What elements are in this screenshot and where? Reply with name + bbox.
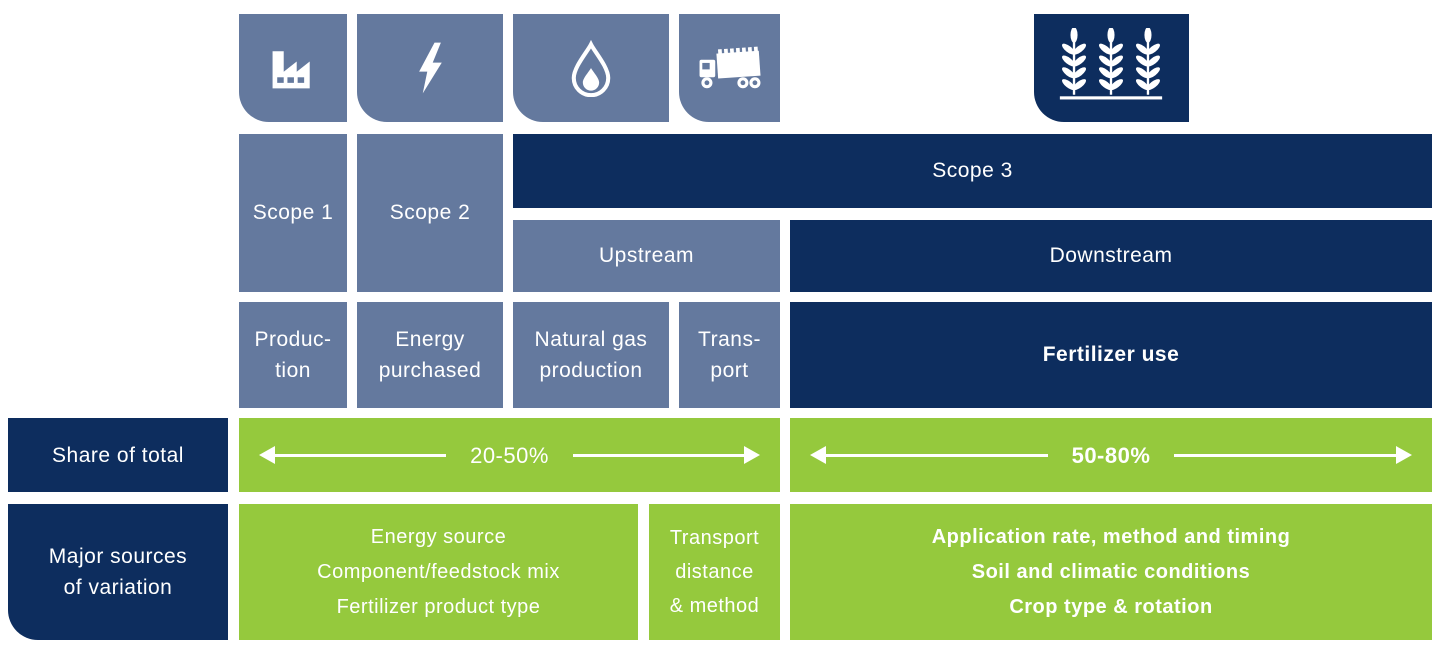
variation-downstream-text: Application rate, method and timing Soil…	[931, 525, 1291, 618]
share-downstream-value: 50-80%	[1071, 442, 1151, 468]
variation-transport-box: Transport distance & method	[649, 504, 780, 640]
scope2-label: Scope 2	[389, 201, 471, 225]
factory-icon	[272, 51, 310, 89]
truck-icon	[699, 46, 761, 89]
arrow-line	[826, 453, 1048, 457]
scope1-box: Scope 1	[239, 134, 347, 292]
downstream-bar: Downstream	[790, 220, 1432, 292]
share-of-total-label-box: Share of total	[8, 418, 228, 492]
arrow-left-icon	[259, 446, 275, 464]
natural-gas-box: Natural gas production	[513, 302, 669, 408]
production-box: Produc- tion	[239, 302, 347, 408]
arrow-line	[572, 453, 744, 457]
scope3-bar: Scope 3	[513, 134, 1432, 208]
fertilizer-use-label: Fertilizer use	[1042, 343, 1180, 367]
production-label: Produc- tion	[254, 327, 332, 383]
scope3-label: Scope 3	[932, 159, 1013, 183]
natural-gas-label: Natural gas production	[534, 327, 648, 383]
variation-downstream-box: Application rate, method and timing Soil…	[790, 504, 1432, 640]
share-upstream-bar: 20-50%	[239, 418, 780, 492]
upstream-bar: Upstream	[513, 220, 780, 292]
energy-tile	[357, 14, 503, 122]
lightning-icon	[419, 42, 442, 94]
scope2-box: Scope 2	[357, 134, 503, 292]
scope1-label: Scope 1	[252, 201, 334, 225]
share-of-total-label: Share of total	[52, 443, 184, 467]
production-tile	[239, 14, 347, 122]
fertilizer-use-tile-wrap	[790, 14, 1432, 122]
arrow-line	[1174, 453, 1396, 457]
droplet-icon	[571, 39, 611, 97]
variation-transport-text: Transport distance & method	[669, 527, 760, 617]
fertilizer-use-tile	[1033, 14, 1189, 122]
fertilizer-use-box: Fertilizer use	[790, 302, 1432, 408]
arrow-right-icon	[744, 446, 760, 464]
share-upstream-value: 20-50%	[470, 442, 549, 468]
transport-box: Trans- port	[679, 302, 780, 408]
energy-purchased-box: Energy purchased	[357, 302, 503, 408]
transport-tile	[679, 14, 780, 122]
variation-boxes: Energy source Component/feedstock mix Fe…	[239, 504, 1432, 640]
transport-label: Trans- port	[698, 327, 761, 383]
variation-upstream-box: Energy source Component/feedstock mix Fe…	[239, 504, 638, 640]
upstream-label: Upstream	[598, 244, 695, 268]
wheat-icon	[1059, 28, 1163, 100]
energy-purchased-label: Energy purchased	[378, 327, 482, 383]
arrow-right-icon	[1396, 446, 1412, 464]
share-downstream-bar: 50-80%	[790, 418, 1432, 492]
variation-label-box: Major sources of variation	[8, 504, 228, 640]
variation-label: Major sources of variation	[48, 545, 188, 599]
downstream-label: Downstream	[1049, 244, 1173, 268]
variation-upstream-text: Energy source Component/feedstock mix Fe…	[317, 525, 560, 618]
arrow-left-icon	[810, 446, 826, 464]
natural-gas-tile	[513, 14, 669, 122]
arrow-line	[275, 453, 447, 457]
